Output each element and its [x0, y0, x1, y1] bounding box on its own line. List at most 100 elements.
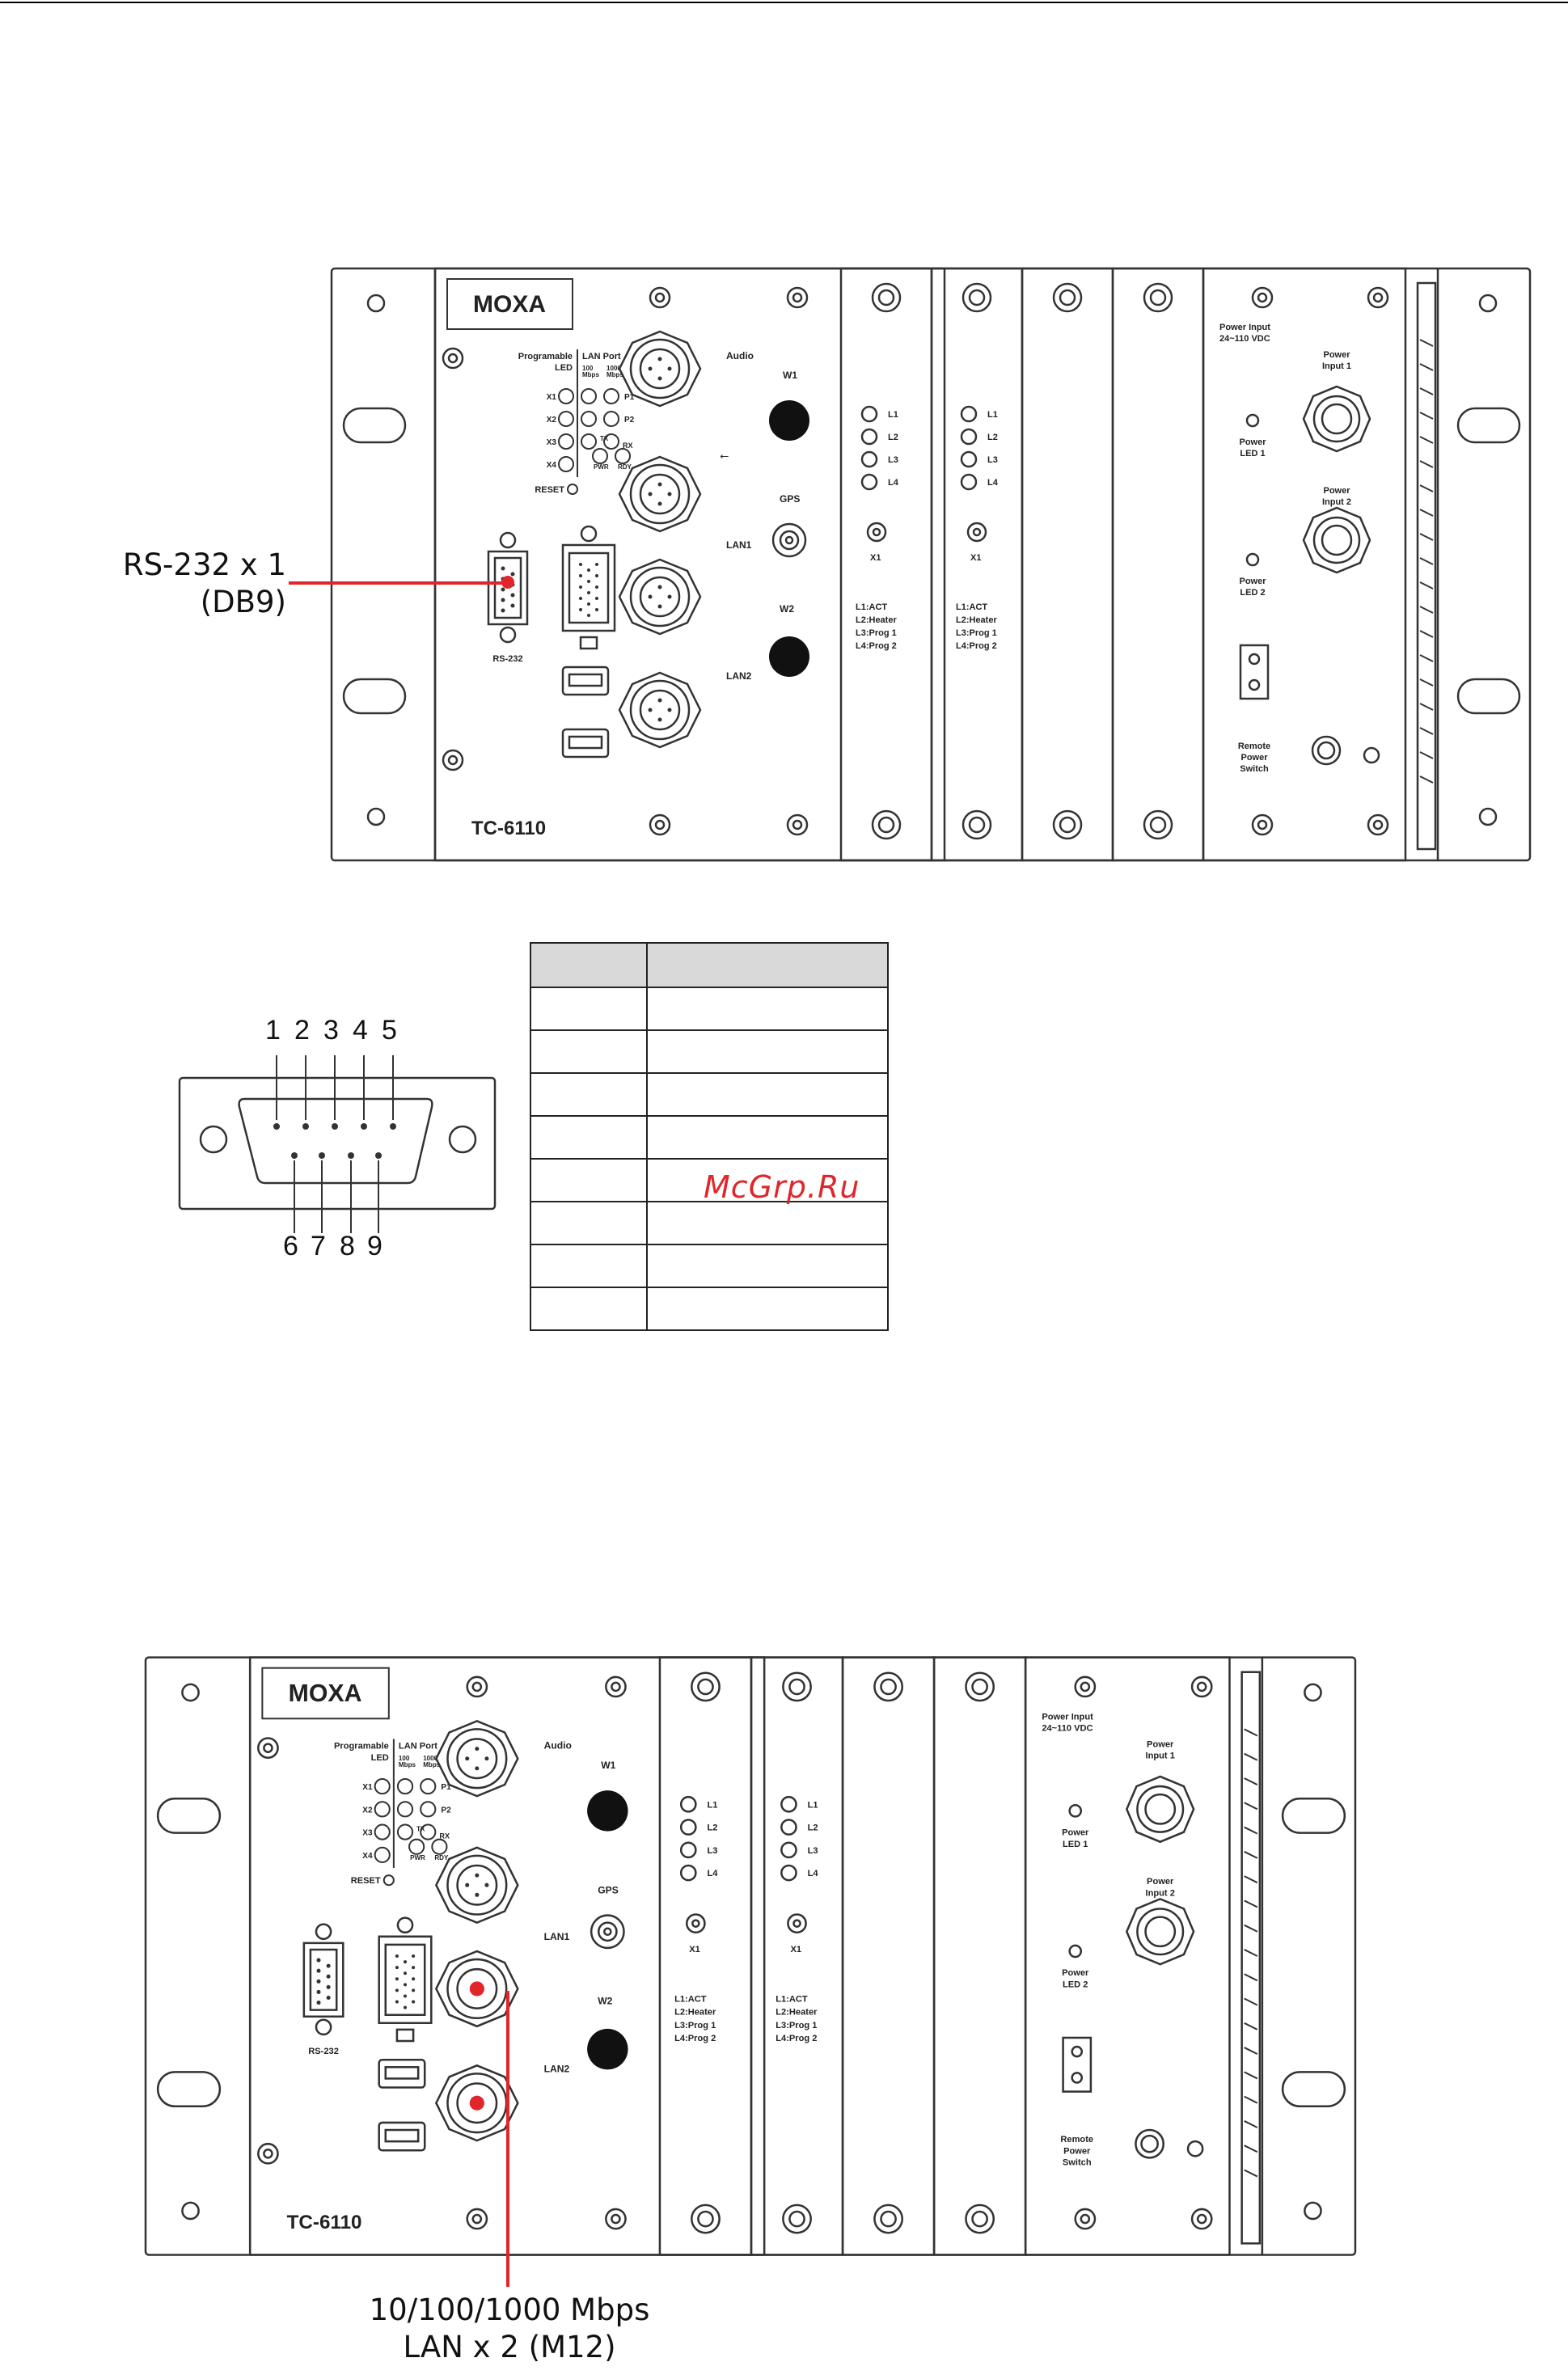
screw-icon: [466, 1675, 488, 1698]
power-led-1-icon: [1068, 1804, 1083, 1818]
remote-power-switch-label: Power: [1063, 2146, 1091, 2156]
reset-label: RESET: [535, 485, 564, 495]
thumb-screw-icon: [962, 809, 992, 840]
card-l4-label: L4: [888, 478, 899, 488]
ground-icon: [1363, 746, 1380, 764]
thumb-screw-icon: [871, 809, 902, 840]
power-input-label: Power Input: [1042, 1712, 1093, 1722]
screw-icon: [1190, 1675, 1213, 1698]
usb-port-icon: [561, 666, 610, 696]
table-cell: [530, 1201, 648, 1245]
screw-icon: [442, 749, 464, 771]
card-led-icon: [679, 1819, 697, 1836]
screw-icon: [442, 347, 464, 370]
card-led-icon: [780, 1819, 797, 1836]
callout-dot: [501, 576, 514, 589]
table-cell: [530, 1029, 648, 1074]
x1-port-icon: [966, 522, 987, 543]
thumb-screw-icon: [962, 282, 992, 313]
lan1-label: LAN1: [544, 1931, 570, 1942]
table-cell: [646, 1158, 889, 1202]
usb-port-icon: [561, 728, 610, 758]
table-row: [530, 1287, 889, 1331]
x4-label: X4: [362, 1852, 373, 1861]
lan-callout-line1: 10/100/1000 Mbps: [369, 2292, 650, 2327]
led-x2-icon: [374, 1801, 391, 1818]
card-led-icon: [679, 1864, 697, 1882]
power-input-2-connector-icon: [1302, 506, 1371, 574]
mount-hole-icon: [1304, 2201, 1322, 2221]
w2-antenna-icon: [587, 2028, 628, 2070]
reset-button-icon: [382, 1874, 395, 1887]
w1-label: W1: [783, 370, 797, 381]
pin-number: 2: [294, 1015, 310, 1046]
thumb-screw-icon: [1052, 809, 1083, 840]
power-input-1-connector-icon: [1125, 1775, 1195, 1844]
mount-hole-icon: [366, 807, 386, 826]
screw-icon: [786, 813, 809, 836]
power-input-1-label: Power: [1147, 1740, 1174, 1750]
w1-label: W1: [601, 1760, 615, 1771]
table-cell: [646, 1072, 889, 1117]
usb-port-icon: [378, 2058, 426, 2089]
card-l2-label: L2: [808, 1823, 818, 1833]
x1-label: X1: [362, 1783, 373, 1792]
vga-port-icon: [561, 543, 616, 632]
card-l3-label: L3: [808, 1846, 818, 1856]
power-range-label: 24~110 VDC: [1042, 1723, 1093, 1733]
audio-connector-icon: [434, 1719, 519, 1798]
rs232-label: RS-232: [308, 2047, 339, 2056]
remote-power-switch-label: Switch: [1240, 764, 1269, 774]
table-cell: [646, 1115, 889, 1160]
thumb-screw-icon: [1143, 809, 1173, 840]
screw-icon: [315, 2018, 332, 2036]
mount-hole-icon: [366, 294, 386, 313]
power-led-1-label: Power: [1062, 1828, 1089, 1838]
card-led-icon: [679, 1795, 697, 1813]
card-legend-l4: L4:Prog 2: [674, 2034, 716, 2043]
card-x1-label: X1: [790, 1945, 801, 1954]
mount-slot-icon: [156, 2071, 222, 2108]
table-cell: [530, 987, 648, 1031]
lan-port-label: LAN Port: [582, 352, 621, 361]
reset-button-icon: [567, 484, 578, 495]
remote-power-switch-label: Remote: [1060, 2135, 1093, 2144]
card-legend-l2: L2:Heater: [856, 615, 897, 625]
thumb-screw-icon: [691, 1671, 721, 1702]
led-label: LED: [371, 1753, 389, 1763]
screw-icon: [396, 1916, 414, 1934]
reset-label: RESET: [351, 1876, 381, 1886]
vga-port-icon: [378, 1935, 433, 2025]
power-input-1-label: Power: [1323, 350, 1350, 360]
pin-1-dot: [273, 1123, 280, 1130]
mount-slot-icon: [1456, 407, 1521, 444]
screw-icon: [257, 2142, 279, 2165]
card-led-icon: [860, 428, 878, 446]
remote-power-switch-icon: [1135, 2128, 1164, 2159]
table-cell: [530, 1287, 648, 1331]
rs232-callout: RS-232 x 1 (DB9): [81, 547, 286, 621]
card-l4-label: L4: [808, 1869, 819, 1878]
w2-label: W2: [780, 603, 794, 615]
power-input-1-connector-icon: [1302, 385, 1371, 453]
audio-label: Audio: [544, 1740, 572, 1752]
pin-number: 7: [311, 1231, 326, 1261]
rx-label: RX: [439, 1832, 450, 1840]
thumb-screw-icon: [691, 2204, 721, 2234]
led-x4-icon: [374, 1846, 391, 1863]
led-label: LED: [555, 363, 573, 373]
callout-dot: [469, 1981, 484, 1997]
power-led-2-label: LED 2: [1063, 1980, 1088, 1989]
tc6110-front-panel-figure-2: MOXA Programable LED LAN Port 100 Mbps 1…: [144, 1656, 1357, 2256]
rx-label: RX: [623, 442, 633, 450]
card-legend-l3: L3:Prog 1: [856, 628, 897, 638]
thumb-screw-icon: [1143, 282, 1173, 313]
x4-label: X4: [547, 461, 557, 470]
gps-label: GPS: [598, 1884, 619, 1895]
card-legend-l1: L1:ACT: [674, 1995, 707, 2005]
screw-icon: [649, 286, 671, 309]
mount-hole-icon: [181, 2201, 200, 2221]
table-cell: [646, 1201, 889, 1245]
pin-9-dot: [375, 1152, 382, 1159]
x2-label: X2: [362, 1806, 373, 1815]
